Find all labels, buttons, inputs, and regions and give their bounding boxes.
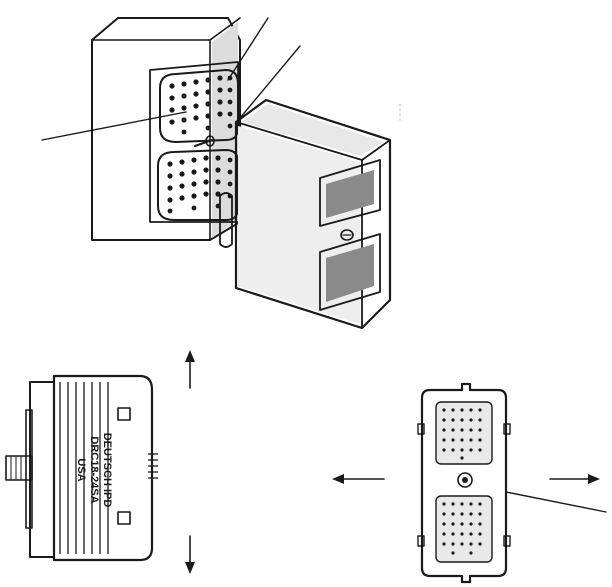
mated-connector-3d-view [41,17,401,330]
face-view-upper-pins [442,408,482,460]
arrow-up-icon [185,350,195,389]
connector-brand-label: DEUTSCH IPD [101,433,113,508]
arrow-left-icon [332,474,385,484]
connector-side-view: DEUTSCH IPD DRC18-24SA USA [5,374,158,562]
face-view-lower-pins [442,502,482,555]
arrow-right-icon [549,474,600,484]
body-ribs [59,382,109,554]
upper-insert [435,401,493,465]
connector-face-view [417,382,607,584]
right-connector-body [219,98,392,330]
latch-window-lower [319,233,381,311]
bolt-callout-leader [505,491,607,513]
center-bolt [457,472,473,488]
vertical-direction-arrows [185,350,195,574]
arrow-down-icon [185,535,195,574]
side-view-stud [5,455,33,481]
latch-window-upper [319,159,381,227]
lower-insert [435,495,493,563]
callout-leaders-top [41,17,301,141]
horizontal-direction-arrows [332,474,600,484]
connector-origin-label: USA [75,458,87,481]
upper-pin-array [169,75,233,135]
center-guide-pin [194,135,215,147]
side-view-teeth [148,453,158,479]
jackscrew-head [340,229,354,241]
connector-part-number-label: DRC18-24SA [88,436,100,503]
